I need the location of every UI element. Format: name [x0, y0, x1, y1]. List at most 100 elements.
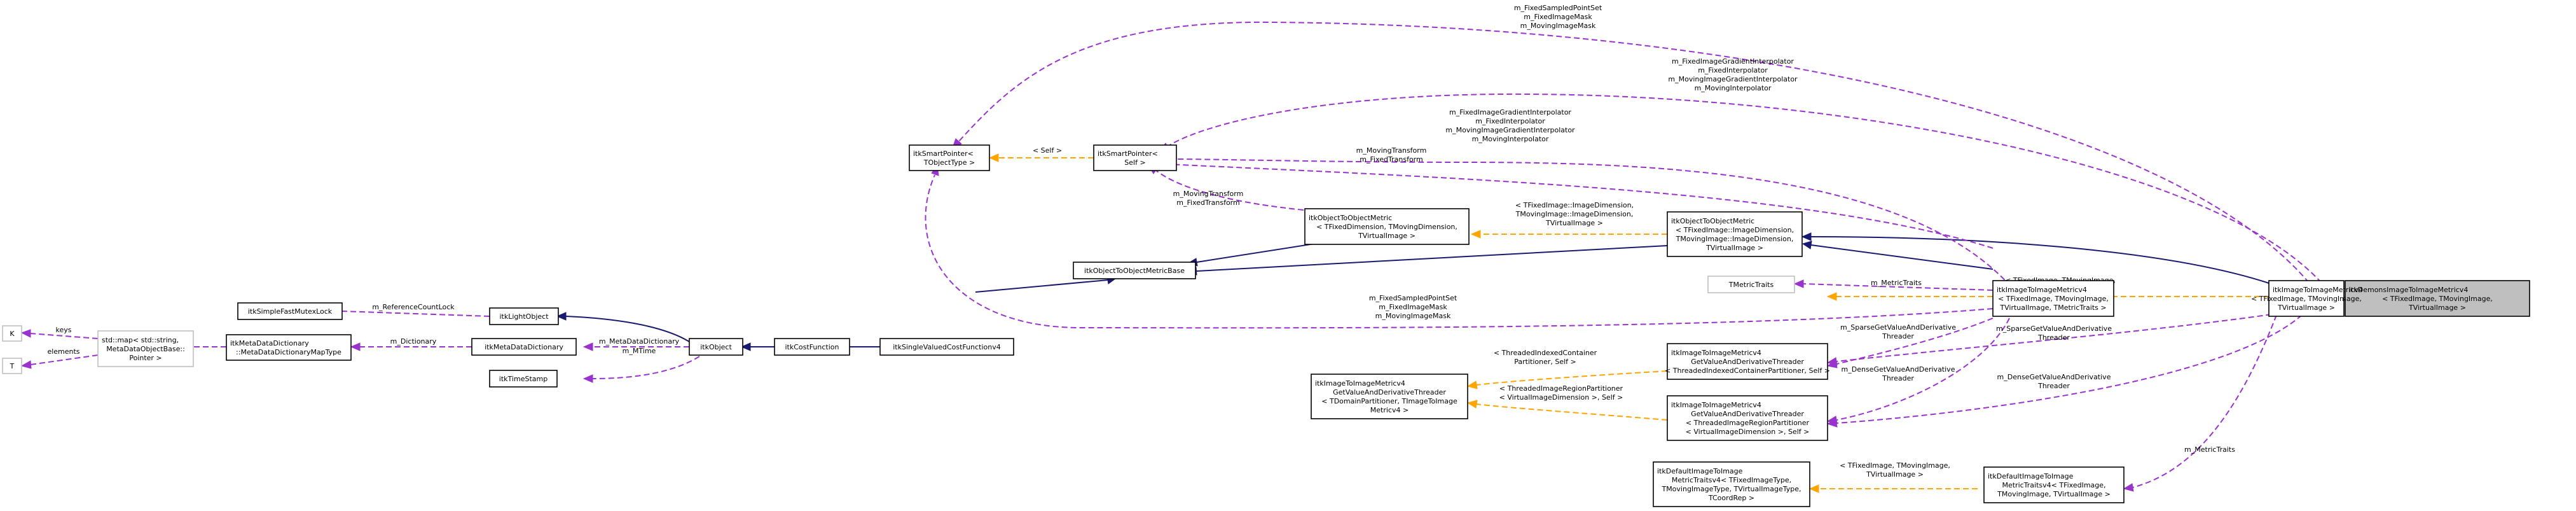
node-object[interactable]: itkObject: [689, 338, 743, 356]
edge-tpl-sparse-to-generic: [1466, 370, 1668, 389]
node-box: [879, 338, 1014, 356]
edge-label-line: keys: [56, 326, 72, 334]
edge-label-line: m_FixedImageMask: [1379, 303, 1447, 311]
node-k[interactable]: K: [2, 325, 22, 342]
node-label-line: < TFixedImage, TMovingImage,: [1998, 295, 2109, 303]
node-label-line: Self >: [1124, 158, 1145, 167]
edge-label-line: m_FixedImageGradientInterpolator: [1672, 57, 1794, 66]
node-label-line: itkObjectToObjectMetric: [1309, 214, 1392, 222]
edge-deftraits-to-itiv4: [2123, 314, 2277, 492]
edge-label-line: m_FixedInterpolator: [1475, 117, 1545, 125]
node-label-line: Pointer >: [129, 354, 162, 362]
label-dense-tpl: < ThreadedImageRegionPartitioner< Virtua…: [1499, 384, 1623, 402]
node-label-line: < TDomainPartitioner, TImageToImage: [1321, 397, 1457, 405]
node-box: [1983, 466, 2125, 503]
node-time-stamp[interactable]: itkTimeStamp: [489, 370, 558, 388]
label-mtime: m_MTime: [623, 347, 656, 355]
edge-tpl-otom-big-to-otom: [1470, 230, 1667, 239]
node-meta-data-dictionary[interactable]: itkMetaDataDictionary: [471, 338, 577, 356]
node-label-line: GetValueAndDerivativeThreader: [1691, 358, 1804, 366]
edge-label-line: Threader: [2037, 382, 2070, 390]
node-box: [774, 338, 850, 356]
node-label-line: GetValueAndDerivativeThreader: [1691, 410, 1804, 418]
node-box: [1653, 461, 1810, 507]
node-smart-pointer-object[interactable]: itkSmartPointer<TObjectType >: [909, 144, 990, 171]
edge-label-line: m_FixedInterpolator: [1698, 66, 1768, 74]
edge-label-line: m_FixedTransform: [1360, 155, 1422, 164]
edge-label-line: m_DenseGetValueAndDerivative: [1997, 373, 2111, 381]
node-dense-threader[interactable]: itkImageToImageMetricv4GetValueAndDeriva…: [1667, 395, 1828, 441]
edge-tpl-sp-self-to-sp-obj: [988, 153, 1094, 162]
edge-otom-big-to-itiv4-traits: [1801, 241, 1994, 270]
edge-label-line: Partitioner, Self >: [1514, 358, 1576, 366]
node-label-line: < TFixedImage, TMovingImage,: [2382, 295, 2493, 303]
node-label-line: itkObjectToObjectMetricBase: [1084, 267, 1185, 275]
edge-label-line: < ThreadedIndexedContainer: [1494, 349, 1597, 357]
edge-label-line: m_FixedTransform: [1176, 199, 1239, 207]
node-label-line: ::MetaDataDictionaryMapType: [236, 348, 341, 356]
edge-label-line: m_FixedImageMask: [1524, 13, 1592, 21]
node-object-to-object-metric[interactable]: itkObjectToObjectMetric< TFixedDimension…: [1304, 208, 1470, 245]
node-single-valued-cost-function[interactable]: itkSingleValuedCostFunctionv4: [879, 338, 1014, 356]
node-demons-metric[interactable]: itkDemonsImageToImageMetricv4< TFixedIma…: [2345, 280, 2530, 317]
label-metric-traits-a: m_MetricTraits: [1871, 279, 1922, 287]
node-cost-function[interactable]: itkCostFunction: [774, 338, 850, 356]
node-label-line: itkSmartPointer<: [1098, 150, 1158, 158]
label-elements: elements: [47, 347, 79, 356]
node-object-to-object-metric-base[interactable]: itkObjectToObjectMetricBase: [1073, 262, 1196, 279]
node-label-line: < VirtualImageDimension >, Self >: [1686, 428, 1810, 436]
edge-object-to-costfn: [740, 342, 775, 351]
node-mutex-lock[interactable]: itkSimpleFastMutexLock: [237, 302, 343, 320]
edge-otom-big-to-itiv4: [1801, 232, 2269, 284]
node-label-line: < TFixedImage::ImageDimension,: [1676, 226, 1794, 234]
node-label-line: itkImageToImageMetricv4: [2273, 286, 2363, 294]
node-image-to-image-metric-traits[interactable]: itkImageToImageMetricv4< TFixedImage, TM…: [1992, 280, 2114, 317]
node-smart-pointer-self[interactable]: itkSmartPointer<Self >: [1093, 144, 1177, 171]
node-light-object[interactable]: itkLightObject: [489, 307, 559, 325]
node-std-map[interactable]: std::map< std::string,MetaDataObjectBase…: [97, 330, 194, 367]
edge-timestamp-to-object: [582, 356, 700, 383]
edge-label-line: m_FixedSampledPointSet: [1514, 4, 1602, 12]
edge-label-line: < TFixedImage, TMovingImage,: [1840, 461, 1950, 470]
node-label-line: < TFixedImage, TMovingImage,: [2251, 295, 2362, 303]
node-label-line: itkLightObject: [499, 312, 549, 321]
node-label-line: std::map< std::string,: [102, 336, 179, 344]
edge-label-line: m_MovingImageGradientInterpolator: [1668, 75, 1798, 83]
edge-label-line: m_MTime: [623, 347, 656, 355]
edge-sparse-to-itiv4-traits: [1826, 318, 1994, 368]
node-label-line: itkSingleValuedCostFunctionv4: [893, 343, 1001, 351]
edge-tpl-deftraits-to-generic: [1808, 484, 1978, 493]
edge-metrictraits-to-itiv4-traits: [1793, 279, 1994, 291]
node-metric-traits-param[interactable]: TMetricTraits: [1707, 276, 1795, 293]
edge-label-line: m_MetricTraits: [1871, 279, 1922, 287]
edge-label-line: m_FixedSampledPointSet: [1369, 294, 1457, 302]
edge-label-line: m_MovingImageMask: [1375, 312, 1451, 320]
node-label-line: itkTimeStamp: [499, 375, 548, 383]
edge-label-line: m_SparseGetValueAndDerivative: [1840, 323, 1956, 332]
node-object-to-object-metric-big[interactable]: itkObjectToObjectMetric< TFixedImage::Im…: [1667, 211, 1803, 257]
node-generic-threader[interactable]: itkImageToImageMetricv4GetValueAndDeriva…: [1311, 374, 1468, 419]
edge-itiv4-traits-to-sp-obj-low: [925, 164, 1994, 329]
edge-label-line: m_MovingInterpolator: [1472, 135, 1549, 143]
node-label-line: TVirtualImage, TMetricTraits >: [1999, 304, 2106, 312]
node-sparse-threader[interactable]: itkImageToImageMetricv4GetValueAndDeriva…: [1665, 343, 1830, 380]
node-label-line: TObjectType >: [923, 158, 975, 167]
edge-label-line: m_FixedImageGradientInterpolator: [1449, 108, 1571, 116]
edge-label-line: m_MovingImageGradientInterpolator: [1445, 126, 1575, 134]
node-label-line: TMetricTraits: [1728, 281, 1774, 289]
node-box: [2, 325, 22, 342]
edge-label-line: m_Dictionary: [390, 337, 437, 346]
node-meta-data-map-type[interactable]: itkMetaDataDictionary::MetaDataDictionar…: [226, 334, 352, 361]
node-box: [1093, 144, 1177, 171]
edge-label-line: m_MovingTransform: [1356, 146, 1427, 155]
node-t[interactable]: T: [2, 358, 22, 374]
node-image-to-image-metric[interactable]: itkImageToImageMetricv4< TFixedImage, TM…: [2251, 280, 2363, 317]
edge-label-line: TMovingImage::ImageDimension,: [1515, 210, 1634, 218]
edge-lightobj-to-object: [556, 312, 690, 342]
node-label-line: TVirtualImage >: [1705, 244, 1763, 252]
